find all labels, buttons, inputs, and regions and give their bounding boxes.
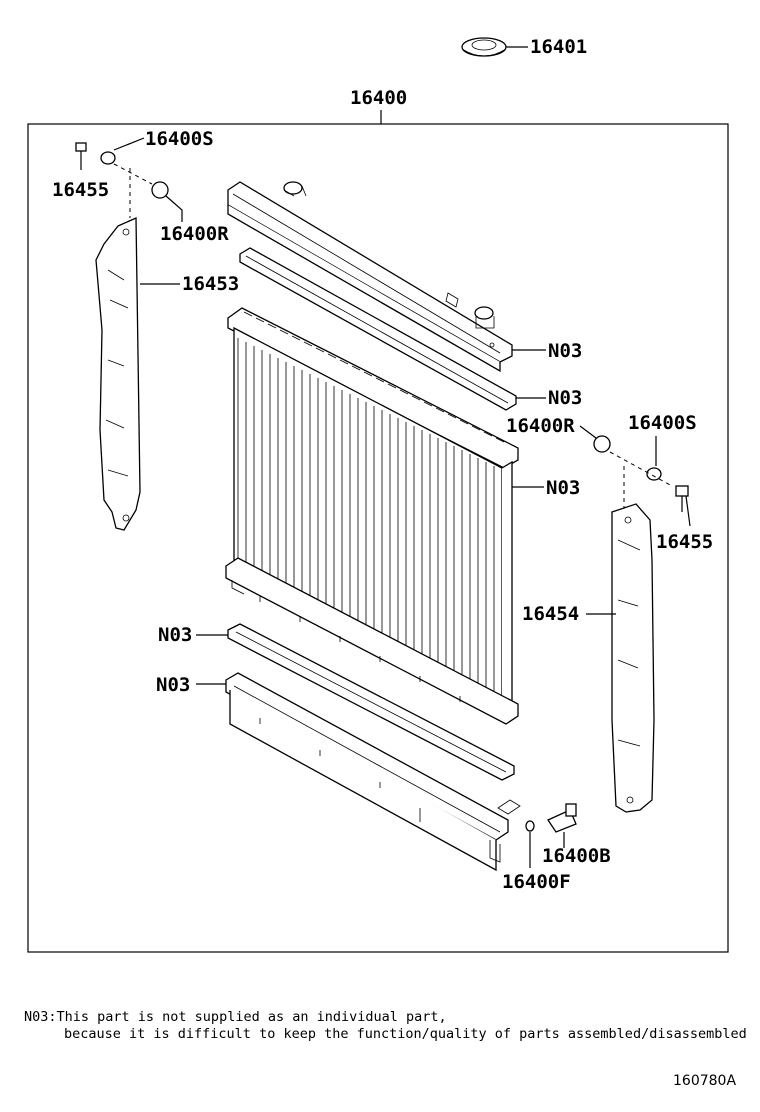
label-plug-s-left: 16400S — [145, 128, 214, 150]
label-n03-upper-gasket: N03 — [548, 387, 582, 409]
label-n03-lower-tank: N03 — [156, 674, 190, 696]
left-plug-s — [100, 151, 116, 165]
label-support-right: 16454 — [522, 603, 579, 625]
right-support-bracket — [611, 503, 655, 813]
label-drain-cock: 16400B — [542, 845, 611, 867]
right-plug-s — [646, 467, 662, 481]
drain-cock — [547, 803, 577, 833]
label-plug-r-right: 16400R — [506, 415, 575, 437]
label-assembly: 16400 — [350, 87, 407, 109]
label-n03-upper-tank: N03 — [548, 340, 582, 362]
right-bolt-leader — [685, 495, 691, 527]
left-plug-s-leader — [113, 137, 145, 151]
label-cap: 16401 — [530, 36, 587, 58]
label-bolt-right: 16455 — [656, 531, 713, 553]
radiator-core — [225, 307, 519, 725]
label-bolt-left: 16455 — [52, 179, 109, 201]
label-n03-core: N03 — [546, 477, 580, 499]
right-plug-r — [593, 435, 611, 453]
label-plug-r-left: 16400R — [160, 223, 229, 245]
upper-tank — [227, 181, 513, 373]
lower-tank — [225, 672, 521, 872]
left-support-bracket — [95, 217, 141, 531]
left-plug-r-leader — [165, 195, 183, 222]
drain-oring — [525, 820, 535, 832]
assembly-frame — [27, 123, 729, 953]
left-bolt — [75, 142, 87, 170]
upper-gasket — [239, 247, 517, 411]
note-line-1: N03:This part is not supplied as an indi… — [24, 1009, 447, 1025]
left-plug-r — [151, 181, 169, 199]
note-line-2: because it is difficult to keep the func… — [64, 1026, 747, 1042]
radiator-cap — [461, 37, 507, 57]
label-support-left: 16453 — [182, 273, 239, 295]
label-plug-s-right: 16400S — [628, 412, 697, 434]
diagram-code: 160780A — [673, 1073, 736, 1089]
right-bolt — [675, 485, 689, 512]
right-plug-r-leader — [579, 425, 597, 439]
label-drain-oring: 16400F — [502, 871, 571, 893]
label-n03-lower-gasket: N03 — [158, 624, 192, 646]
